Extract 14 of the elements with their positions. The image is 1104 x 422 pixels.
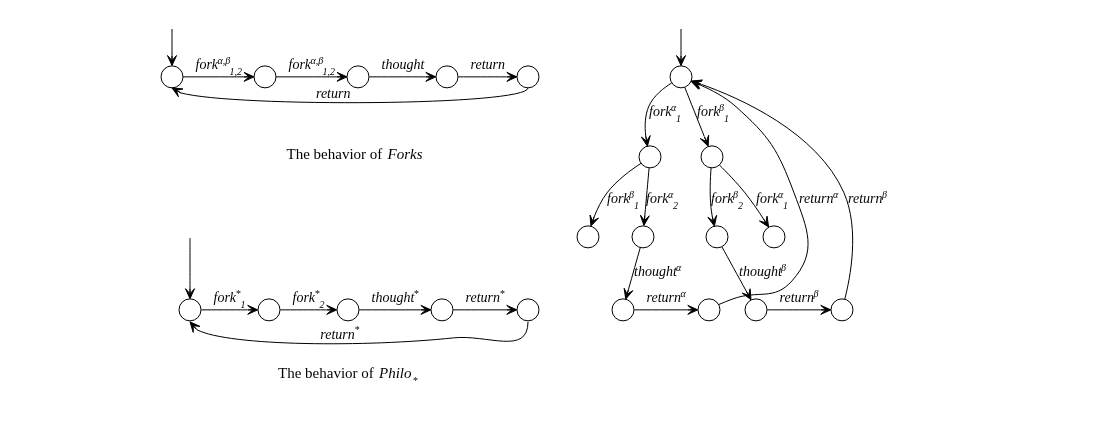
edge-label: return$^{β}$ xyxy=(779,287,818,306)
edge-label: return$^{α}$ xyxy=(646,287,686,306)
edge-label: return xyxy=(315,85,350,101)
edge-label: return$^{*}$ xyxy=(319,324,359,342)
edge-label: thought$^{β}$ xyxy=(738,261,786,280)
label: The behavior of Philo$_{*}$ xyxy=(277,365,418,386)
edge-label: thought$^{*}$ xyxy=(371,287,418,306)
label: The behavior of Forks xyxy=(286,146,422,163)
edge-label: thought xyxy=(381,57,424,73)
edge-label: return xyxy=(470,57,505,73)
edge-label: return$^{*}$ xyxy=(465,287,504,306)
edge-label: return$^{α}$ xyxy=(798,188,838,207)
edge-label: return$^{β}$ xyxy=(847,188,887,207)
edge-label: thought$^{α}$ xyxy=(633,261,681,280)
